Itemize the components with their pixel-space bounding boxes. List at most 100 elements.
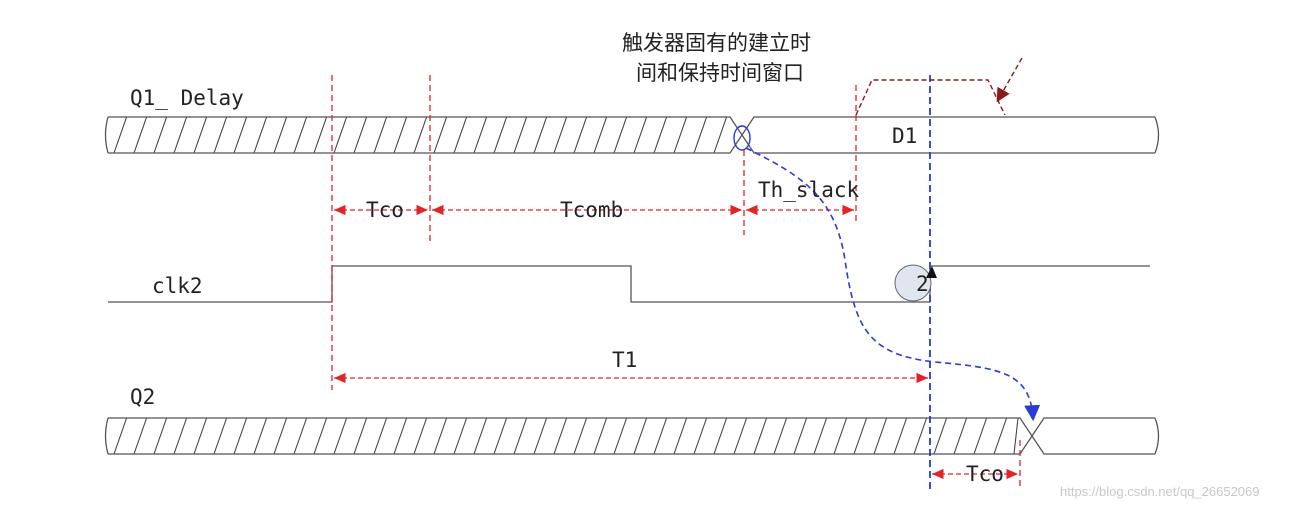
hatch-stroke (753, 417, 768, 455)
hatch-stroke (853, 417, 868, 455)
hatch-stroke (893, 417, 908, 455)
hatch-stroke (653, 417, 668, 455)
q2-right-end (1154, 417, 1160, 455)
q2-bus (104, 417, 1160, 455)
hatch-stroke (113, 116, 128, 154)
annotation-line-1: 触发器固有的建立时 (622, 31, 811, 55)
hatch-stroke (293, 417, 308, 455)
tco-bottom-label: Tco (966, 462, 1004, 486)
hatch-stroke (213, 417, 228, 455)
tco-top-label: Tco (366, 198, 404, 222)
hatch-stroke (373, 116, 388, 154)
q1-delay-bus (104, 116, 1160, 154)
hatch-stroke (493, 116, 508, 154)
hatch-stroke (693, 116, 708, 154)
q1-delay-hatch (113, 116, 728, 154)
hatch-stroke (273, 116, 288, 154)
hatch-stroke (293, 116, 308, 154)
hatch-stroke (773, 417, 788, 455)
hatch-stroke (993, 417, 1008, 455)
setup-hold-window (855, 79, 1006, 116)
hatch-stroke (133, 417, 148, 455)
hatch-stroke (393, 417, 408, 455)
hatch-stroke (813, 417, 828, 455)
window-pointer-arrow (996, 57, 1023, 103)
clock-rising-edge-arrow (926, 266, 937, 278)
q1-right-end (1154, 116, 1160, 154)
hatch-stroke (593, 417, 608, 455)
hatch-stroke (113, 417, 128, 455)
t1-label: T1 (612, 348, 637, 372)
hatch-stroke (553, 417, 568, 455)
hatch-stroke (653, 116, 668, 154)
hatch-stroke (313, 417, 328, 455)
clk2-waveform (108, 265, 1150, 303)
hatch-stroke (973, 417, 988, 455)
clock-edge-marker-number: 2 (916, 272, 929, 296)
hatch-stroke (553, 116, 568, 154)
hatch-stroke (513, 417, 528, 455)
hatch-stroke (233, 417, 248, 455)
transition-circle-marker (733, 125, 751, 151)
hatch-stroke (473, 116, 488, 154)
hatch-stroke (733, 417, 748, 455)
hatch-stroke (353, 116, 368, 154)
hatch-stroke (273, 417, 288, 455)
hatch-stroke (573, 116, 588, 154)
hatch-stroke (253, 116, 268, 154)
hatch-stroke (173, 116, 188, 154)
hatch-stroke (573, 417, 588, 455)
hatch-stroke (613, 116, 628, 154)
hatch-stroke (953, 417, 968, 455)
hatch-stroke (473, 417, 488, 455)
hatch-stroke (333, 417, 348, 455)
hatch-stroke (833, 417, 848, 455)
d1-label: D1 (892, 124, 917, 148)
hatch-stroke (173, 417, 188, 455)
q1-left-end (104, 116, 109, 154)
hatch-stroke (333, 116, 348, 154)
hatch-stroke (193, 116, 208, 154)
hatch-stroke (313, 116, 328, 154)
hatch-stroke (633, 417, 648, 455)
hatch-stroke (453, 116, 468, 154)
hatch-stroke (873, 417, 888, 455)
hatch-stroke (373, 417, 388, 455)
hatch-stroke (433, 116, 448, 154)
hatch-stroke (673, 417, 688, 455)
hatch-stroke (713, 116, 728, 154)
hatch-stroke (533, 417, 548, 455)
hatch-stroke (153, 116, 168, 154)
hatch-stroke (353, 417, 368, 455)
hatch-stroke (913, 417, 928, 455)
q2-left-end (104, 417, 109, 455)
th-slack-label: Th_slack (758, 178, 860, 202)
hatch-stroke (633, 116, 648, 154)
hatch-stroke (693, 417, 708, 455)
hatch-stroke (133, 116, 148, 154)
hatch-stroke (1013, 417, 1019, 455)
q1-delay-label: Q1_ Delay (130, 86, 244, 110)
hatch-stroke (213, 116, 228, 154)
hatch-stroke (253, 417, 268, 455)
hatch-stroke (433, 417, 448, 455)
hatch-stroke (153, 417, 168, 455)
q2-label: Q2 (130, 385, 155, 409)
clk2-label: clk2 (152, 274, 203, 298)
hatch-stroke (513, 116, 528, 154)
hatch-stroke (713, 417, 728, 455)
annotation-line-2: 间和保持时间窗口 (636, 61, 804, 85)
q1-valid-region (741, 116, 1155, 154)
hatch-stroke (453, 417, 468, 455)
tcomb-label: Tcomb (560, 198, 623, 222)
hatch-stroke (393, 116, 408, 154)
hatch-stroke (613, 417, 628, 455)
q2-hatch (113, 417, 1019, 455)
hatch-stroke (233, 116, 248, 154)
q2-valid-region (1031, 417, 1155, 455)
hatch-stroke (793, 417, 808, 455)
hatch-stroke (933, 417, 948, 455)
propagation-path-arrow (745, 147, 1041, 422)
